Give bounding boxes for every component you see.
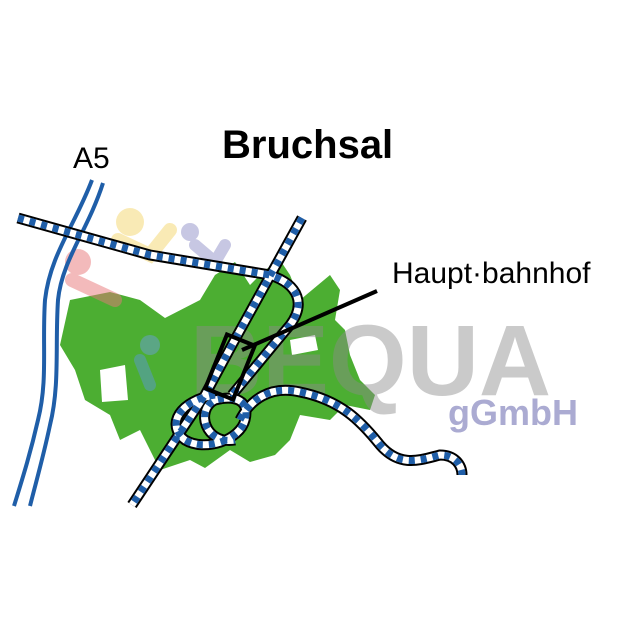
station-label: Haupt·bahnhof	[392, 257, 591, 290]
map-title: Bruchsal	[222, 123, 393, 167]
city-gaps	[100, 335, 318, 402]
watermark-suffix: gGmbH	[448, 392, 578, 433]
station-leader-line	[241, 289, 378, 352]
highway-label: A5	[73, 142, 110, 175]
station-marker	[202, 331, 258, 403]
